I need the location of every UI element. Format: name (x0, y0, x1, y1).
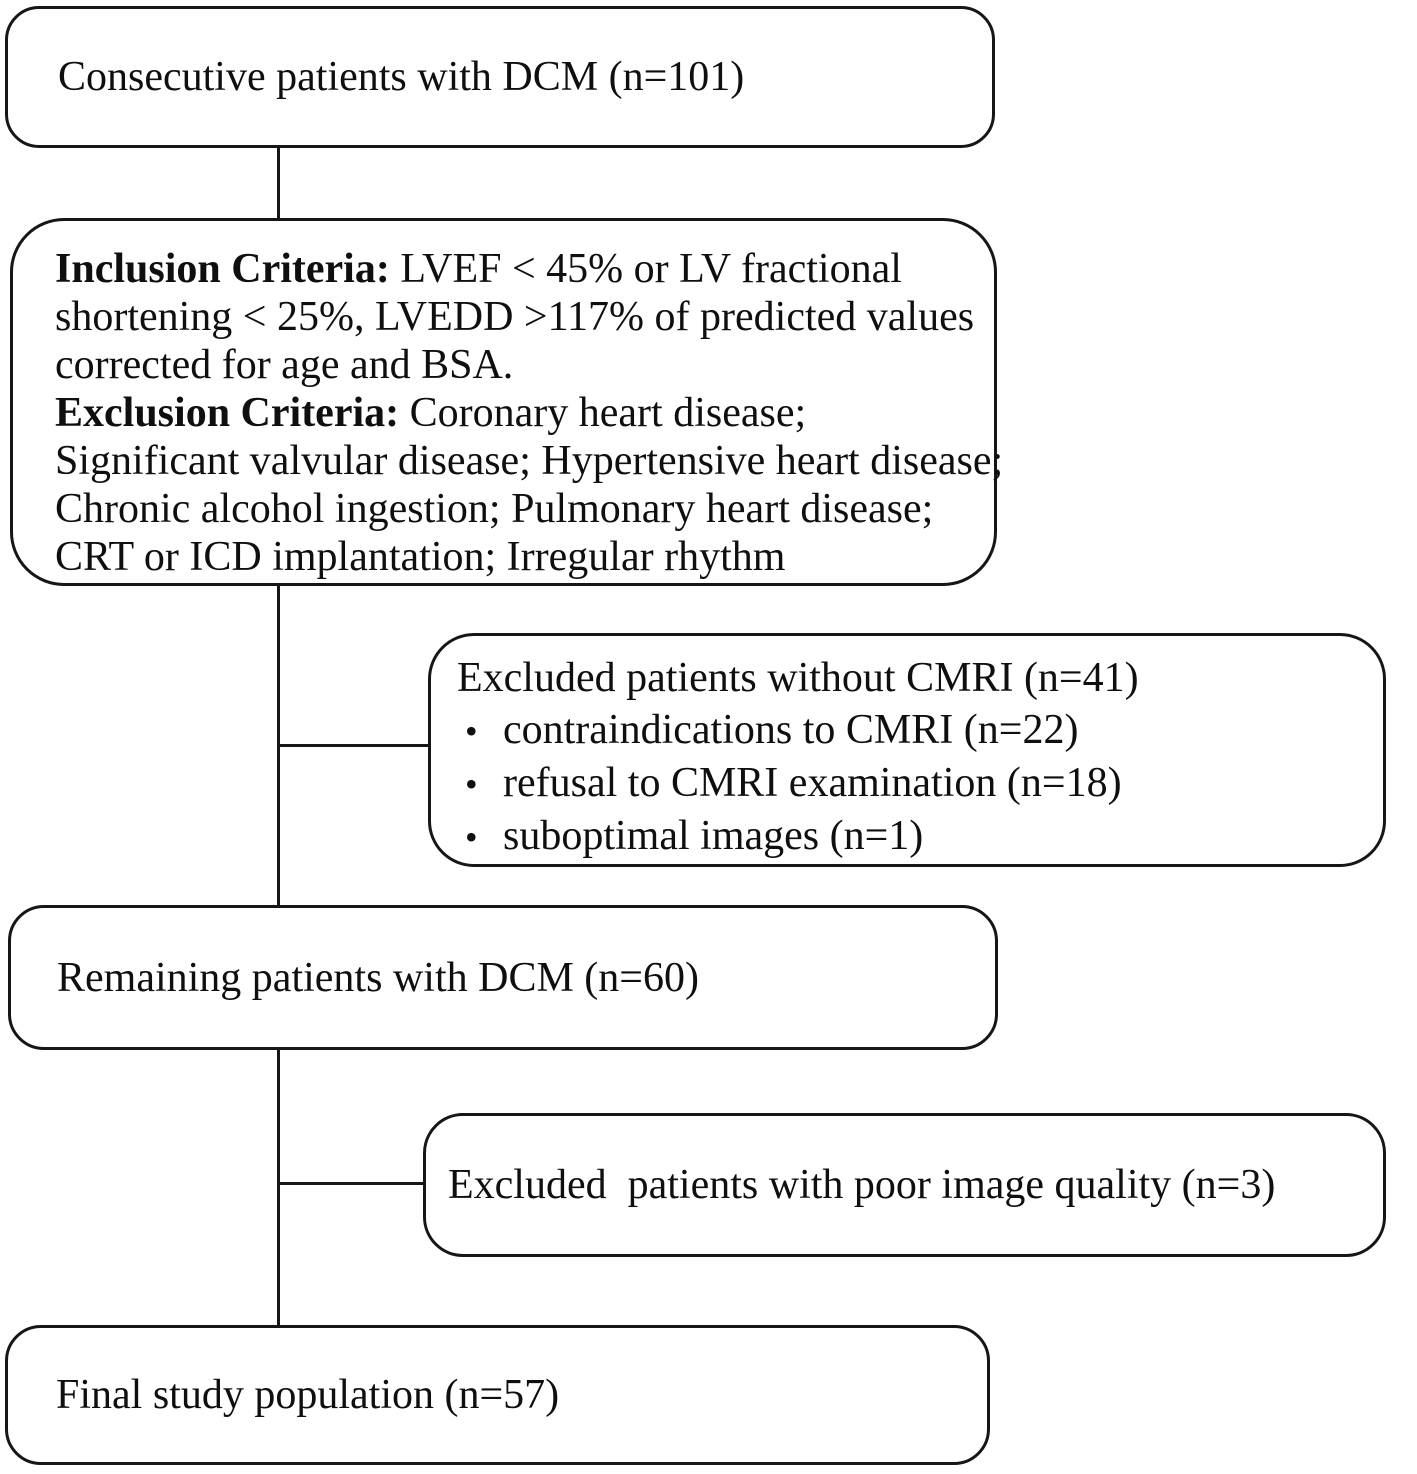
inclusion-criteria-label: Inclusion Criteria: (55, 246, 390, 292)
connector-branch-excluded-quality (280, 1182, 423, 1185)
box-final-study-population: Final study population (n=57) (5, 1325, 990, 1465)
criteria-line: CRT or ICD implantation; Irregular rhyth… (55, 534, 786, 580)
connector-bottom-vertical (277, 1050, 280, 1326)
criteria-line: Inclusion Criteria: LVEF < 45% or LV fra… (55, 245, 974, 293)
connector-mid-vertical (277, 586, 280, 906)
excluded-poor-quality-text: Excluded patients with poor image qualit… (448, 1162, 1276, 1208)
criteria-line: Exclusion Criteria: Coronary heart disea… (55, 389, 974, 437)
criteria-line: corrected for age and BSA. (55, 342, 514, 388)
exclusion-criteria-text: Coronary heart disease; (399, 390, 807, 436)
exclusion-criteria-label: Exclusion Criteria: (55, 390, 400, 436)
bullet-icon: • (465, 711, 478, 751)
list-item: • suboptimal images (n=1) (457, 810, 1363, 863)
box-excluded-poor-image-quality: Excluded patients with poor image qualit… (423, 1113, 1386, 1257)
box-consecutive-patients: Consecutive patients with DCM (n=101) (5, 6, 995, 148)
excluded-cmri-reason: refusal to CMRI examination (n=18) (503, 760, 1122, 806)
consecutive-patients-text: Consecutive patients with DCM (n=101) (58, 54, 745, 100)
criteria-line: shortening < 25%, LVEDD >117% of predict… (55, 294, 975, 340)
connector-top-vertical (277, 148, 280, 220)
box-remaining-patients: Remaining patients with DCM (n=60) (8, 905, 998, 1050)
connector-branch-excluded-cmri (280, 744, 428, 747)
box-excluded-without-cmri: Excluded patients without CMRI (n=41) • … (428, 633, 1386, 867)
excluded-cmri-reason: suboptimal images (n=1) (503, 813, 924, 859)
final-population-text: Final study population (n=57) (56, 1372, 560, 1418)
bullet-icon: • (465, 817, 478, 857)
bullet-icon: • (465, 764, 478, 804)
inclusion-criteria-text: LVEF < 45% or LV fractional (389, 246, 902, 292)
excluded-cmri-reason: contraindications to CMRI (n=22) (503, 707, 1079, 753)
remaining-patients-text: Remaining patients with DCM (n=60) (57, 954, 699, 1001)
list-item: • refusal to CMRI examination (n=18) (457, 757, 1363, 810)
excluded-cmri-title: Excluded patients without CMRI (n=41) (457, 655, 1139, 701)
box-inclusion-exclusion-criteria: Inclusion Criteria: LVEF < 45% or LV fra… (10, 218, 1004, 586)
criteria-line: Chronic alcohol ingestion; Pulmonary hea… (55, 486, 934, 532)
list-item: • contraindications to CMRI (n=22) (457, 704, 1363, 757)
criteria-line: Significant valvular disease; Hypertensi… (55, 438, 1004, 484)
